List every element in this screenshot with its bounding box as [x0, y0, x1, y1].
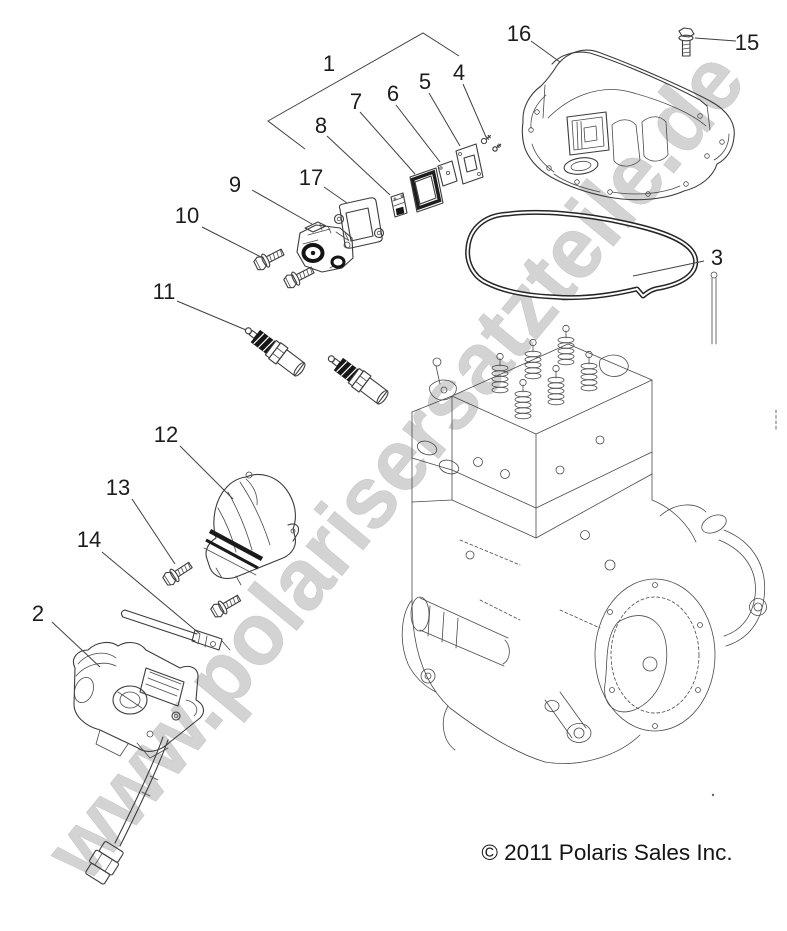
breather-gasket-drawing [333, 197, 385, 249]
callout-15-label: 15 [735, 30, 759, 55]
screws-drawing [480, 134, 502, 152]
callout-15-leader [694, 37, 737, 42]
callout-3-label: 3 [711, 245, 723, 270]
callout-2-label: 2 [32, 601, 44, 626]
cover-gasket-drawing [465, 209, 699, 301]
callout-16-label: 16 [507, 21, 531, 46]
breather-assembly-drawing [296, 221, 354, 273]
callout-1-label: 1 [323, 51, 335, 76]
engine-block-drawing [401, 271, 777, 797]
callout-4-leader [462, 83, 487, 138]
callout-3-leader [632, 260, 705, 277]
callout-14-label: 14 [77, 527, 101, 552]
callout-5-leader [428, 92, 461, 147]
intake-boot-drawing [203, 471, 300, 586]
callout-12-leader [179, 445, 234, 500]
callout-4-label: 4 [453, 60, 465, 85]
callout-17-label: 17 [299, 165, 323, 190]
callout-8-label: 8 [315, 113, 327, 138]
fuel-hose-drawing [120, 609, 231, 651]
callout-7-leader [359, 111, 416, 175]
callout-2-leader [51, 621, 101, 668]
copyright-text: © 2011 Polaris Sales Inc. [481, 840, 732, 865]
seal-frame-drawing [409, 167, 444, 213]
callout-1-leader [267, 32, 460, 150]
cover-bolt-drawing [678, 27, 695, 57]
callout-16-leader [530, 40, 561, 63]
callout-9-leader [251, 189, 313, 225]
callout-6-leader [395, 104, 441, 163]
callout-17-leader [323, 186, 348, 204]
sensor-drawing [390, 192, 408, 218]
callout-13-label: 13 [106, 475, 130, 500]
callout-9-label: 9 [229, 172, 241, 197]
callout-6-label: 6 [387, 81, 399, 106]
throttle-body-drawing [72, 641, 205, 885]
callout-8-leader [326, 135, 391, 196]
callout-5-label: 5 [419, 69, 431, 94]
leader-lines [51, 32, 737, 668]
callout-11-leader [176, 300, 247, 331]
callout-10-label: 10 [175, 203, 199, 228]
callout-7-label: 7 [350, 89, 362, 114]
valve-cover-drawing [521, 49, 735, 201]
seal-plate-drawing [437, 160, 458, 187]
callout-11-label: 11 [153, 279, 176, 304]
callout-10-leader [201, 226, 262, 258]
injectors-drawing [239, 320, 392, 408]
plate-drawing [455, 143, 484, 185]
callout-12-label: 12 [154, 422, 178, 447]
callout-13-leader [131, 498, 176, 565]
callout-14-leader [101, 551, 201, 635]
callout-labels: 1 2 3 4 5 6 7 8 9 10 11 12 13 14 15 16 1… [32, 21, 759, 626]
